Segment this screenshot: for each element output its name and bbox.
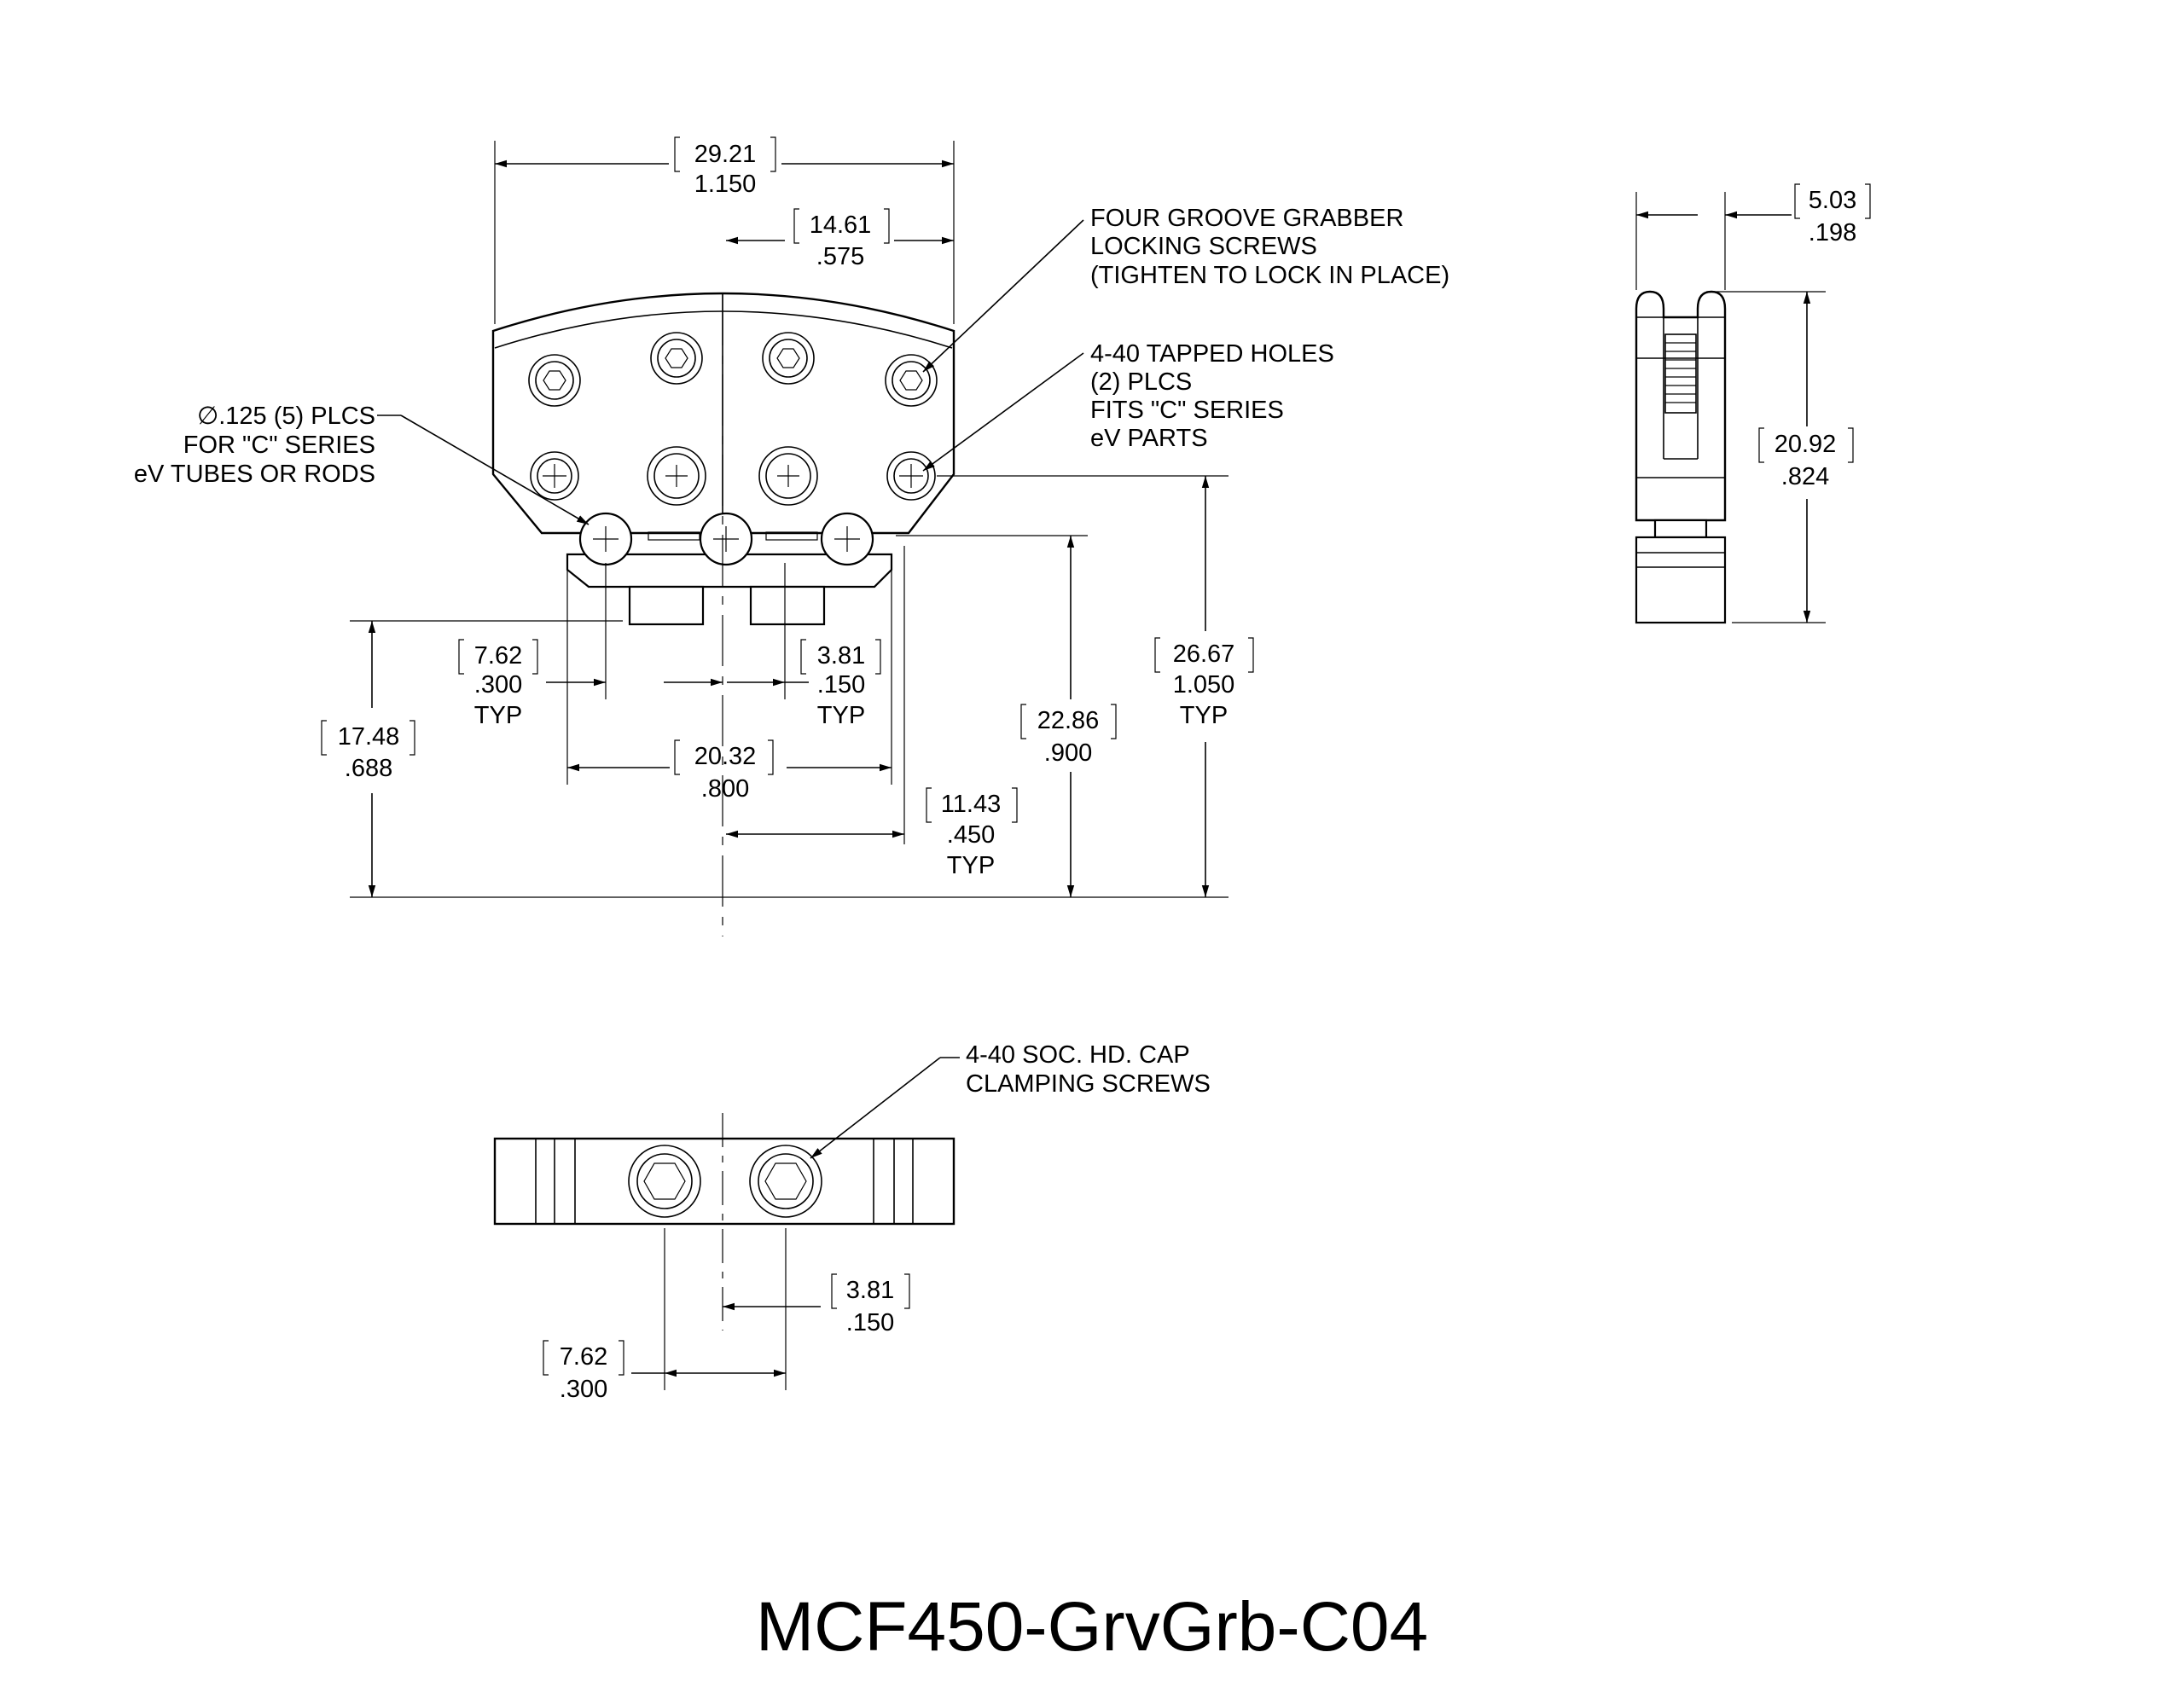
dim-text-in: .688 bbox=[345, 755, 392, 782]
dim-bottom-150: 3.81 .150 bbox=[723, 1228, 910, 1390]
clamp-hole bbox=[758, 446, 818, 506]
dim-text-mm: 11.43 bbox=[941, 791, 1001, 818]
dim-text-mm: 7.62 bbox=[560, 1343, 607, 1371]
side-view bbox=[1635, 290, 1727, 624]
note-line: (TIGHTEN TO LOCK IN PLACE) bbox=[1090, 262, 1449, 289]
dim-pitch-150: 3.81 .150 TYP bbox=[727, 563, 881, 729]
clamping-screw bbox=[749, 1145, 822, 1218]
dim-text-mm: 3.81 bbox=[817, 642, 865, 670]
dim-overall-width: 29.21 1.150 bbox=[494, 136, 955, 324]
rod-hole bbox=[820, 512, 874, 566]
locking-screw bbox=[528, 354, 581, 407]
dim-span-800: 20.32 .800 bbox=[566, 563, 892, 803]
note-line: 4-40 TAPPED HOLES bbox=[1090, 340, 1334, 368]
front-view bbox=[491, 292, 956, 936]
note-line: LOCKING SCREWS bbox=[1090, 233, 1317, 260]
dim-text-mm: 22.86 bbox=[1037, 707, 1100, 734]
note-line: eV TUBES OR RODS bbox=[134, 461, 375, 488]
dim-half-width: 14.61 .575 bbox=[726, 208, 954, 270]
dim-text-in: .800 bbox=[701, 775, 749, 803]
front-body-outline bbox=[491, 292, 956, 535]
note-tapped-holes: 4-40 TAPPED HOLES (2) PLCS FITS "C" SERI… bbox=[922, 340, 1334, 472]
dim-text-in: 1.150 bbox=[694, 171, 757, 198]
note-line: 4-40 SOC. HD. CAP bbox=[966, 1041, 1190, 1069]
dim-text-note: TYP bbox=[817, 702, 865, 729]
dim-text-mm: 7.62 bbox=[474, 642, 522, 670]
clamp-screw-body bbox=[749, 585, 826, 626]
groove-screw bbox=[1664, 333, 1697, 414]
clamping-screw bbox=[628, 1145, 701, 1218]
dim-text-mm: 5.03 bbox=[1809, 187, 1856, 214]
groove-arc bbox=[494, 310, 953, 349]
dim-text-in: .300 bbox=[474, 671, 522, 699]
dim-side-thickness: 5.03 .198 bbox=[1635, 183, 1871, 290]
bottom-body-outline bbox=[493, 1137, 956, 1226]
rod-hole bbox=[699, 512, 753, 566]
dim-text-in: .300 bbox=[560, 1376, 607, 1403]
dim-pitch-300: 7.62 .300 TYP bbox=[458, 563, 723, 729]
note-clamping-screws: 4-40 SOC. HD. CAP CLAMPING SCREWS bbox=[810, 1041, 1211, 1159]
dim-text-in: .824 bbox=[1781, 463, 1829, 490]
dim-text-in: .900 bbox=[1044, 739, 1092, 767]
dim-text-mm: 26.67 bbox=[1173, 641, 1235, 668]
dim-text-mm: 20.92 bbox=[1774, 431, 1837, 458]
locking-screw bbox=[885, 354, 938, 407]
note-line: FITS "C" SERIES bbox=[1090, 397, 1284, 424]
note-line: ∅.125 (5) PLCS bbox=[197, 403, 375, 430]
clamp-screw-body bbox=[628, 585, 705, 626]
locking-screw bbox=[650, 332, 703, 385]
dim-text-mm: 20.32 bbox=[694, 743, 757, 770]
side-body-outline bbox=[1635, 290, 1727, 522]
dim-text-in: .150 bbox=[846, 1309, 894, 1336]
dim-height-1050: 26.67 1.050 TYP bbox=[937, 475, 1254, 897]
dim-height-688: 17.48 .688 bbox=[321, 620, 1228, 898]
dim-side-height: 20.92 .824 bbox=[1706, 291, 1854, 623]
rod-hole bbox=[578, 512, 633, 566]
locking-screw bbox=[762, 332, 815, 385]
dim-text-note: TYP bbox=[947, 852, 995, 879]
note-line: CLAMPING SCREWS bbox=[966, 1070, 1211, 1098]
dim-text-mm: 14.61 bbox=[810, 212, 872, 239]
note-plcs: ∅.125 (5) PLCS FOR "C" SERIES eV TUBES O… bbox=[134, 403, 590, 525]
dim-height-900: 22.86 .900 bbox=[896, 535, 1117, 897]
note-line: FOUR GROOVE GRABBER bbox=[1090, 205, 1403, 232]
tapped-hole bbox=[530, 451, 579, 501]
dim-text-note: TYP bbox=[1180, 702, 1228, 729]
dim-text-note: TYP bbox=[474, 702, 522, 729]
dim-text-in: .198 bbox=[1809, 219, 1856, 246]
note-line: (2) PLCS bbox=[1090, 368, 1192, 396]
note-line: FOR "C" SERIES bbox=[183, 432, 375, 459]
side-clamp bbox=[1635, 536, 1727, 624]
dim-text-mm: 3.81 bbox=[846, 1277, 894, 1304]
dim-bottom-300: 7.62 .300 bbox=[543, 1228, 786, 1403]
dim-offset-450: 11.43 .450 TYP bbox=[726, 546, 1018, 879]
drawing-title: MCF450-GrvGrb-C04 bbox=[756, 1588, 1428, 1666]
bottom-view bbox=[493, 1113, 956, 1330]
dim-text-in: 1.050 bbox=[1173, 671, 1235, 699]
clamp-hole bbox=[647, 446, 706, 506]
dim-text-mm: 29.21 bbox=[694, 141, 757, 168]
dim-text-in: .575 bbox=[816, 243, 864, 270]
dim-text-mm: 17.48 bbox=[338, 723, 400, 751]
note-groove-grabber: FOUR GROOVE GRABBER LOCKING SCREWS (TIGH… bbox=[922, 205, 1449, 373]
note-line: eV PARTS bbox=[1090, 425, 1208, 452]
tapped-hole bbox=[886, 451, 936, 501]
dim-text-in: .450 bbox=[947, 821, 995, 849]
dim-text-in: .150 bbox=[817, 671, 865, 699]
